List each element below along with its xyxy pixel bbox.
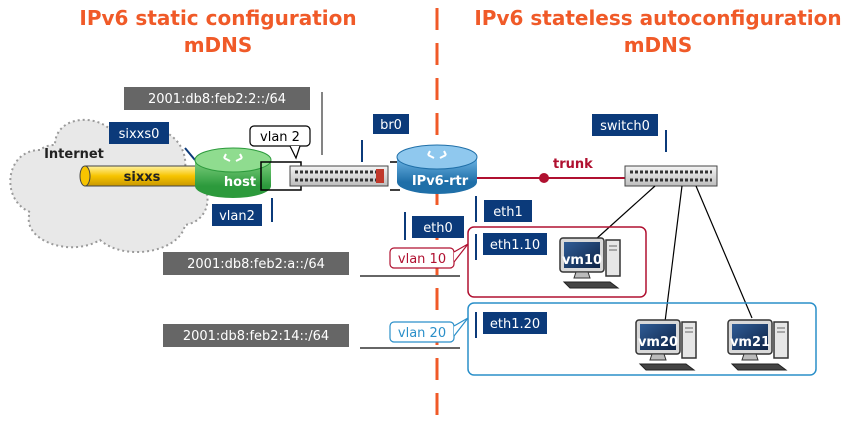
title-left-line1: IPv6 static configuration bbox=[79, 6, 356, 30]
vm21-label: vm21 bbox=[730, 335, 770, 350]
vlan20-callout-label: vlan 20 bbox=[398, 326, 446, 341]
host-label: host bbox=[224, 175, 256, 190]
vlan10-callout-label: vlan 10 bbox=[398, 252, 446, 267]
ipv6-rtr-label: IPv6-rtr bbox=[412, 174, 469, 189]
prefix-vlan2-box: 2001:db8:feb2:2::/64 bbox=[124, 87, 310, 110]
eth1-label: eth1 bbox=[493, 205, 523, 220]
sixxs-tunnel: sixxs bbox=[79, 165, 201, 187]
prefix-vlan20-box: 2001:db8:feb2:14::/64 bbox=[163, 324, 349, 347]
vm21: vm21 bbox=[727, 319, 789, 371]
vlan2-callout: vlan 2 bbox=[249, 125, 311, 160]
vm20: vm20 bbox=[635, 319, 697, 371]
br0-label: br0 bbox=[380, 118, 402, 133]
prefix-vlan10-label: 2001:db8:feb2:a::/64 bbox=[187, 257, 325, 272]
switch0-label: switch0 bbox=[600, 119, 650, 134]
eth1-10-tag: eth1.10 bbox=[483, 233, 547, 255]
prefix-vlan20-label: 2001:db8:feb2:14::/64 bbox=[183, 329, 329, 344]
bridge-br0-switch bbox=[289, 165, 389, 187]
host-router: host bbox=[194, 147, 272, 198]
trunk-label: trunk bbox=[553, 157, 593, 172]
vlan2-callout-label: vlan 2 bbox=[260, 130, 300, 145]
eth1-10-label: eth1.10 bbox=[490, 238, 540, 253]
eth0-tag: eth0 bbox=[412, 216, 464, 238]
eth0-label: eth0 bbox=[423, 221, 453, 236]
internet-label: Internet bbox=[44, 147, 104, 162]
switch0 bbox=[624, 165, 718, 187]
eth1-20-label: eth1.20 bbox=[490, 317, 540, 332]
vlan10-callout: vlan 10 bbox=[389, 243, 469, 269]
eth1-tag: eth1 bbox=[484, 200, 532, 222]
trunk-dot bbox=[539, 173, 549, 183]
prefix-vlan10-box: 2001:db8:feb2:a::/64 bbox=[163, 252, 349, 275]
switch0-tag: switch0 bbox=[592, 114, 658, 136]
vm10-label: vm10 bbox=[562, 253, 602, 268]
vlan2-tag: vlan2 bbox=[212, 204, 262, 226]
vlan20-callout: vlan 20 bbox=[389, 317, 469, 343]
sixxs0-label: sixxs0 bbox=[119, 127, 160, 142]
vlan2-label: vlan2 bbox=[219, 209, 255, 224]
vm20-label: vm20 bbox=[638, 335, 678, 350]
vlan20-group bbox=[467, 302, 817, 376]
br0-tag: br0 bbox=[373, 114, 409, 134]
prefix-vlan2-label: 2001:db8:feb2:2::/64 bbox=[148, 92, 286, 107]
sixxs0-tag: sixxs0 bbox=[109, 122, 169, 144]
sixxs-tunnel-label: sixxs bbox=[124, 170, 161, 185]
vm10: vm10 bbox=[559, 237, 621, 289]
title-left-line2: mDNS bbox=[184, 33, 253, 57]
title-right-line1: IPv6 stateless autoconfiguration bbox=[474, 6, 841, 30]
vlan10-group bbox=[467, 226, 647, 298]
eth1-20-tag: eth1.20 bbox=[483, 312, 547, 334]
title-right-line2: mDNS bbox=[624, 33, 693, 57]
ipv6-router: IPv6-rtr bbox=[396, 144, 478, 194]
